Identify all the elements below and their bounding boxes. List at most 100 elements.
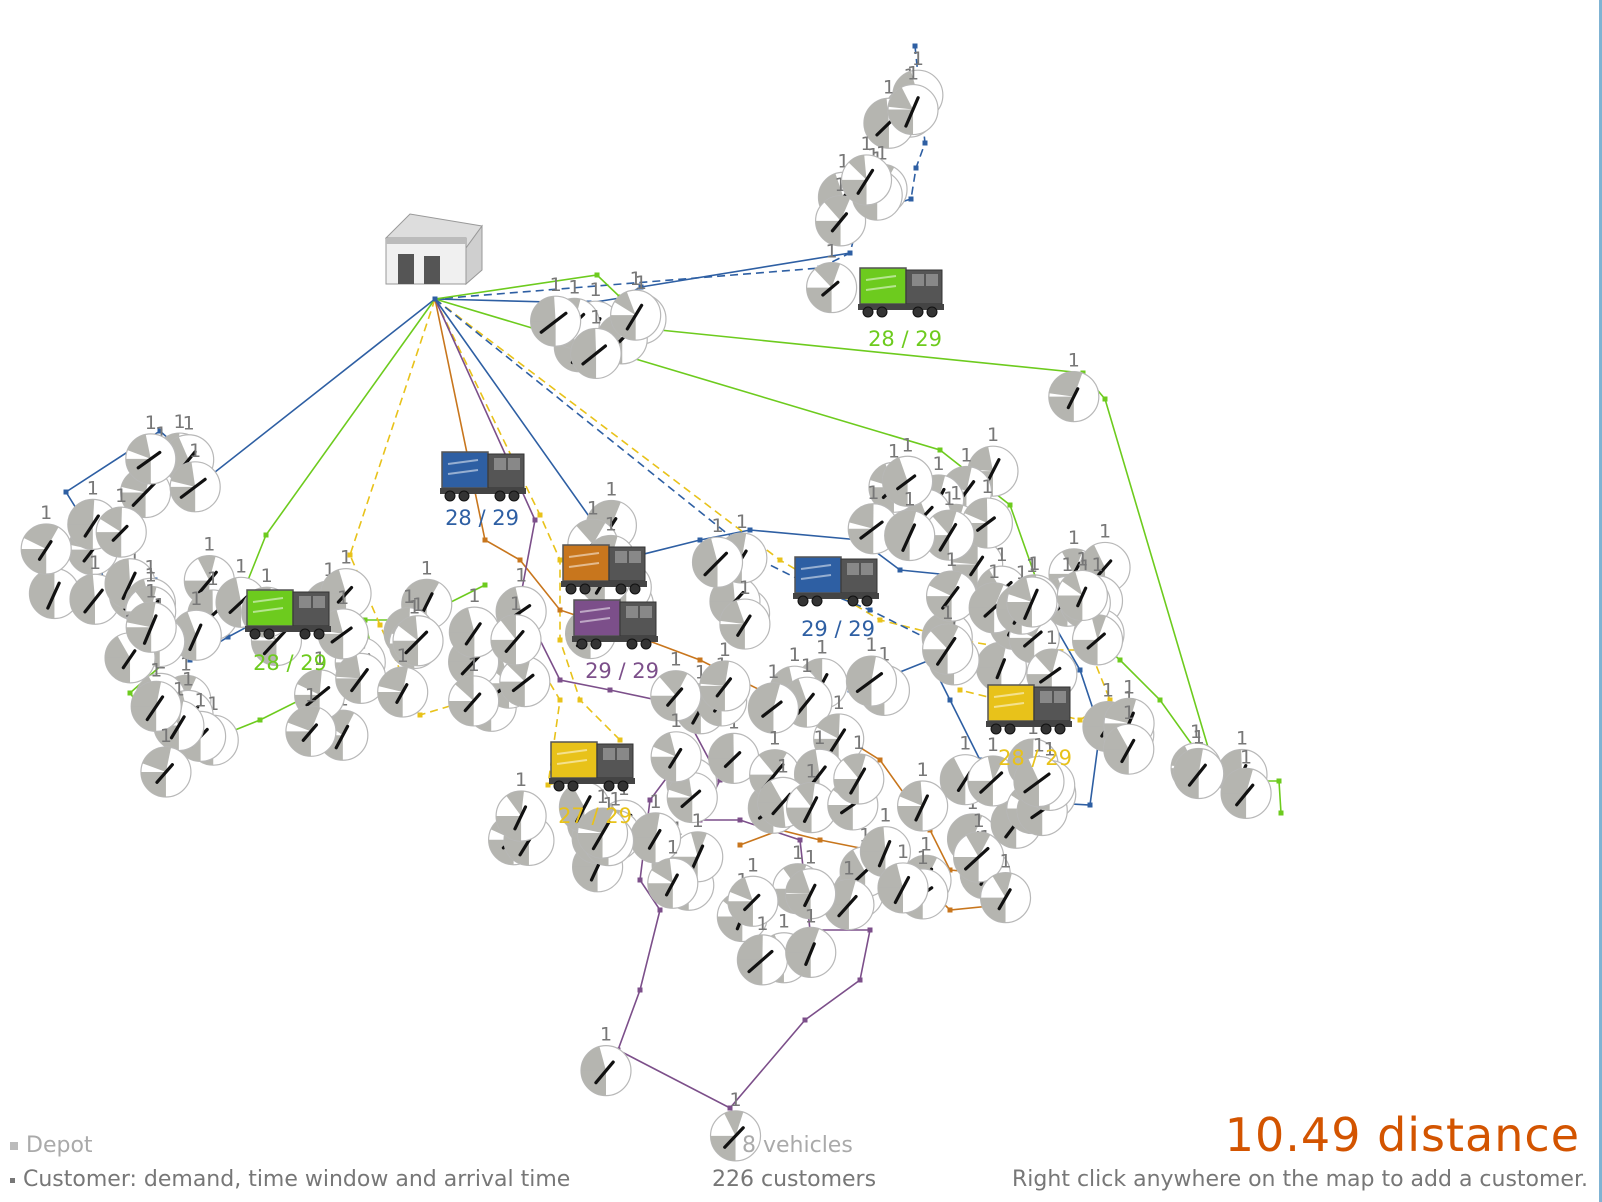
customer-marker[interactable]: 1 [1056,548,1108,622]
customer-demand-label: 1 [340,547,352,569]
customer-marker[interactable]: 1 [922,602,974,675]
customer-marker[interactable]: 1 [699,639,751,712]
customer-marker[interactable]: 1 [377,645,429,718]
vehicle-orange-2[interactable] [561,544,647,595]
customer-marker[interactable]: 1 [785,761,838,834]
depot-icon[interactable] [384,213,483,286]
customer-marker[interactable]: 1 [961,476,1013,549]
customer-demand-label: 1 [904,488,916,510]
customer-marker[interactable]: 1 [128,659,182,732]
customer-marker[interactable]: 1 [490,593,542,666]
customer-marker[interactable]: 1 [576,786,629,859]
route-stop-dot [1077,667,1083,673]
route-stop-dot [545,782,551,788]
customer-marker[interactable]: 1 [647,836,699,909]
customer-marker[interactable]: 1 [125,412,177,485]
customer-marker[interactable]: 1 [876,434,934,507]
customer-demand-label: 1 [600,1024,612,1046]
customer-demand-label: 1 [805,847,817,869]
customer-marker[interactable]: 1 [285,684,337,757]
vehicle-green-5[interactable]: 28 / 29 [245,589,331,675]
route-stop-dot [697,537,703,543]
customer-marker[interactable]: 1 [1005,555,1058,628]
customer-marker[interactable]: 1 [1095,702,1155,776]
customer-demand-label: 1 [1236,728,1248,750]
customer-marker[interactable]: 1 [783,905,837,978]
customer-marker[interactable]: 1 [140,725,192,798]
customer-legend-icon [10,1177,15,1183]
customer-marker[interactable]: 1 [833,732,885,805]
customer-marker[interactable]: 1 [20,502,72,575]
customer-marker[interactable]: 1 [953,810,1005,883]
customer-marker[interactable]: 1 [840,133,893,206]
vehicle-yellow-7[interactable]: 27 / 29 [549,741,635,828]
customer-marker[interactable]: 1 [687,515,744,588]
customer-marker[interactable]: 1 [650,710,702,783]
customer-marker[interactable]: 1 [873,841,929,914]
customer-demand-label: 1 [879,805,891,827]
customer-marker[interactable]: 1 [844,634,898,707]
customer-demand-label: 1 [609,788,621,810]
customer-marker[interactable]: 1 [743,661,800,734]
customer-demand-label: 1 [183,413,195,435]
customer-demand-label: 1 [883,76,895,98]
customer-marker[interactable]: 1 [169,440,221,513]
route-stop-dot [877,617,883,623]
customer-marker[interactable]: 1 [95,485,147,558]
customer-marker[interactable]: 1 [495,769,547,842]
customer-marker[interactable]: 1 [806,241,858,314]
customer-marker[interactable]: 1 [529,274,582,347]
customer-marker[interactable]: 1 [925,549,978,622]
vehicle-blue-4[interactable]: 29 / 29 [793,556,879,641]
customer-demand-label: 1 [1076,548,1088,570]
customer-marker[interactable]: 1 [628,791,682,864]
customer-demand-label: 1 [403,586,415,608]
customer-marker[interactable]: 1 [1218,746,1272,819]
customer-marker[interactable]: 1 [1171,727,1225,800]
vehicle-purple-3[interactable]: 29 / 29 [572,599,659,683]
customer-marker[interactable]: 1 [650,649,702,722]
customer-demand-label: 1 [144,556,156,578]
customer-marker[interactable]: 1 [392,594,444,667]
customer-demand-label: 1 [843,858,855,880]
customer-demand-label: 1 [189,440,201,462]
customer-demand-label: 1 [1028,553,1040,575]
customer-marker[interactable]: 1 [780,847,837,920]
customer-marker[interactable]: 1 [727,854,779,927]
customer-marker[interactable]: 1 [884,488,936,562]
customer-marker[interactable]: 1 [125,580,177,653]
vehicle-load-label: 27 / 29 [558,804,632,828]
vehicle-yellow-6[interactable]: 28 / 29 [986,684,1072,770]
customer-marker[interactable]: 1 [979,851,1032,924]
customer-marker[interactable]: 1 [709,1089,762,1162]
customer-demand-label: 1 [912,48,924,70]
customer-marker[interactable]: 1 [736,913,788,986]
vehicle-blue-1[interactable]: 28 / 29 [440,451,526,530]
customer-marker[interactable]: 1 [444,585,500,658]
customer-marker[interactable]: 1 [1006,734,1065,808]
customer-marker[interactable]: 1 [315,547,372,620]
customer-marker[interactable]: 1 [448,654,500,727]
customer-demand-label: 1 [769,728,781,750]
customer-marker[interactable]: 1 [819,858,875,931]
vehicle-green-0[interactable]: 28 / 29 [858,267,944,351]
customer-marker[interactable]: 1 [883,63,939,136]
customer-demand-label: 1 [792,842,804,864]
route-stop-dot [362,617,368,623]
customer-marker[interactable]: 1 [716,577,771,650]
customer-demand-label: 1 [897,841,909,863]
customer-demand-label: 1 [756,913,768,935]
customer-marker[interactable]: 1 [570,306,622,380]
customer-marker[interactable]: 1 [897,759,949,832]
customer-demand-label: 1 [160,725,172,747]
route-stop-dot [557,677,563,683]
customer-demand-label: 1 [729,1089,741,1111]
customer-marker[interactable]: 1 [1048,350,1100,423]
customer-marker[interactable]: 1 [847,482,899,555]
customer-marker[interactable]: 1 [575,1024,632,1098]
vehicle-markers[interactable]: 28 / 29 28 / 29 29 / 29 29 / 29 28 / 29 28 / … [245,267,1072,828]
customer-marker[interactable]: 1 [610,268,662,341]
customer-marker[interactable]: 1 [967,734,1019,807]
